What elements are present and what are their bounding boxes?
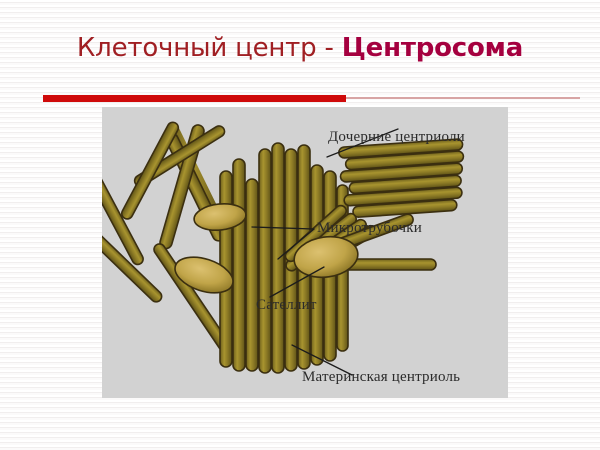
label-microtubules: Микротрубочки <box>317 220 422 236</box>
divider-thin-segment <box>346 97 580 99</box>
satellite-bodies <box>174 202 359 294</box>
label-daughter-centrioles: Дочерние центриоли <box>328 129 465 145</box>
leader-daughter-centrioles <box>326 128 399 158</box>
leader-mother-centriole <box>291 344 353 376</box>
leader-microtubules-upper <box>251 226 315 230</box>
satellite-bulb-right <box>293 235 359 279</box>
satellite-bulb-upper-left <box>193 202 247 232</box>
satellite-bulb-lower-left <box>174 256 234 294</box>
leader-microtubules-lower <box>277 228 315 260</box>
label-mother-centriole: Материнская центриоль <box>302 369 461 385</box>
title-bold-text: Центросома <box>341 33 524 63</box>
centrosome-illustration <box>102 107 508 398</box>
page-title: Клеточный центр - Центросома <box>0 33 600 63</box>
centrosome-diagram-image: Дочерние центриоли Микротрубочки Сателли… <box>102 107 508 398</box>
title-divider <box>43 95 580 103</box>
daughter-centriole-bundle <box>338 138 465 218</box>
divider-thick-segment <box>43 95 346 102</box>
label-satellite: Сателлит <box>256 297 317 313</box>
leader-satellite <box>269 266 325 298</box>
title-plain-text: Клеточный центр - <box>76 33 342 63</box>
label-leader-lines <box>251 128 399 376</box>
